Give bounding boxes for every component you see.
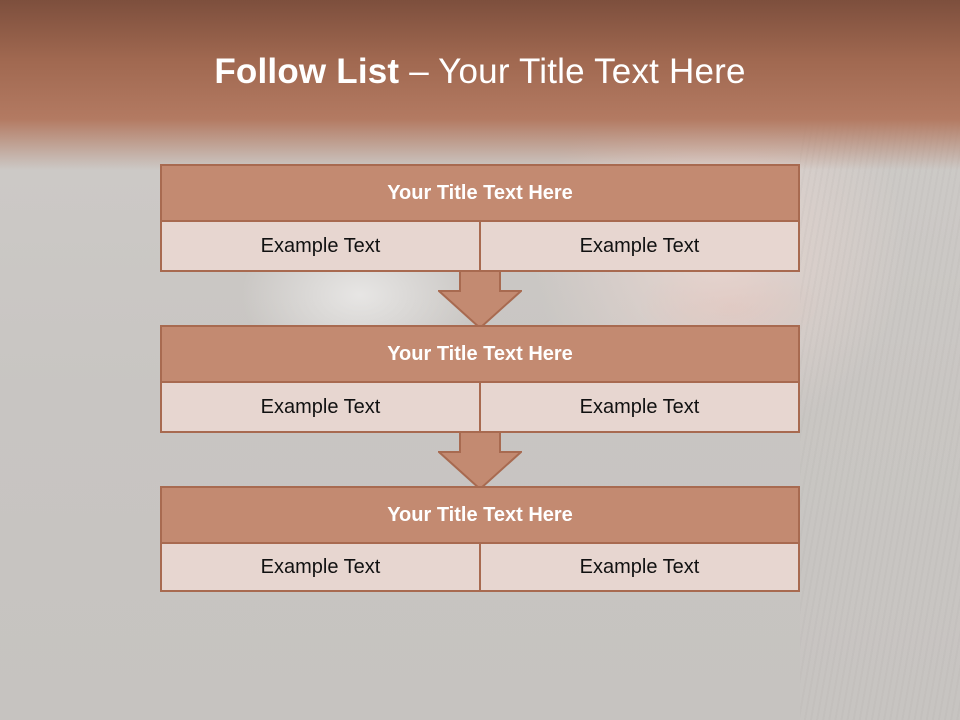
down-arrow-icon-1 <box>438 271 522 329</box>
slide-title-bold: Follow List <box>214 52 400 91</box>
step-2-right-text: Example Text <box>479 383 798 431</box>
header-band <box>0 0 960 170</box>
step-2-left-text: Example Text <box>162 383 479 431</box>
step-3-title: Your Title Text Here <box>162 488 798 544</box>
step-box-3: Your Title Text Here Example Text Exampl… <box>160 486 800 592</box>
step-1-right-text: Example Text <box>479 222 798 270</box>
step-1-row: Example Text Example Text <box>162 222 798 270</box>
step-box-1: Your Title Text Here Example Text Exampl… <box>160 164 800 272</box>
background-hair-texture <box>800 120 960 720</box>
step-3-row: Example Text Example Text <box>162 544 798 590</box>
slide-title-rest: – Your Title Text Here <box>399 52 746 91</box>
slide-title: Follow List – Your Title Text Here <box>0 52 960 92</box>
down-arrow-icon-2 <box>438 432 522 490</box>
step-2-title: Your Title Text Here <box>162 327 798 383</box>
step-2-row: Example Text Example Text <box>162 383 798 431</box>
step-1-left-text: Example Text <box>162 222 479 270</box>
step-3-left-text: Example Text <box>162 544 479 590</box>
step-3-right-text: Example Text <box>479 544 798 590</box>
step-box-2: Your Title Text Here Example Text Exampl… <box>160 325 800 433</box>
step-1-title: Your Title Text Here <box>162 166 798 222</box>
